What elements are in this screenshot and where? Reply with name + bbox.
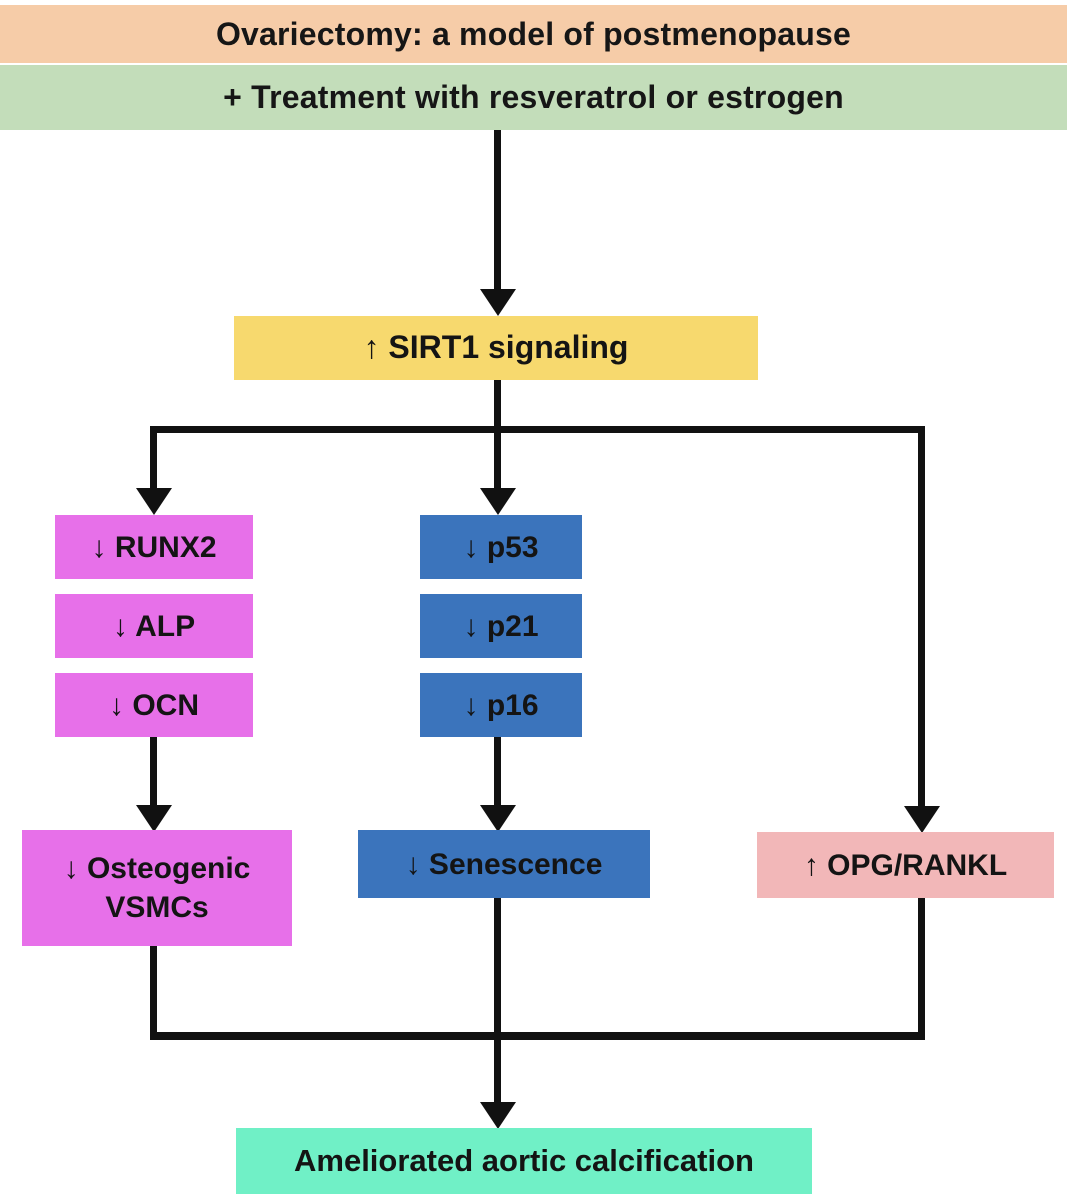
connector-line [494,380,501,426]
node-ameliorated-aortic-calcification: Ameliorated aortic calcification [236,1128,812,1194]
banner-treatment: + Treatment with resveratrol or estrogen [0,65,1067,130]
node-osteogenic-vsmcs: ↓ Osteogenic VSMCs [22,830,292,946]
connector-line [150,426,157,488]
banner-ovariectomy-model: Ovariectomy: a model of postmenopause [0,5,1067,63]
collector-line [150,1032,925,1040]
node-p16: ↓ p16 [420,673,582,737]
node-opg-rankl: ↑ OPG/RANKL [757,832,1054,898]
arrow-down-icon [480,1102,516,1129]
arrow-down-icon [480,805,516,832]
arrow-down-icon [136,488,172,515]
node-p21: ↓ p21 [420,594,582,658]
arrow-down-icon [136,805,172,832]
arrow-down-icon [904,806,940,833]
connector-line [150,946,157,1032]
connector-line [918,426,925,806]
node-sirt1-signaling: ↑ SIRT1 signaling [234,316,758,380]
connector-line [150,737,157,805]
node-runx2: ↓ RUNX2 [55,515,253,579]
connector-line [494,130,501,290]
arrow-down-icon [480,289,516,316]
connector-line [494,898,501,1102]
connector-line [494,433,501,488]
arrow-down-icon [480,488,516,515]
connector-line [918,898,925,1032]
node-alp: ↓ ALP [55,594,253,658]
connector-line [494,737,501,805]
node-senescence: ↓ Senescence [358,830,650,898]
branch-line [150,426,925,433]
node-p53: ↓ p53 [420,515,582,579]
node-ocn: ↓ OCN [55,673,253,737]
